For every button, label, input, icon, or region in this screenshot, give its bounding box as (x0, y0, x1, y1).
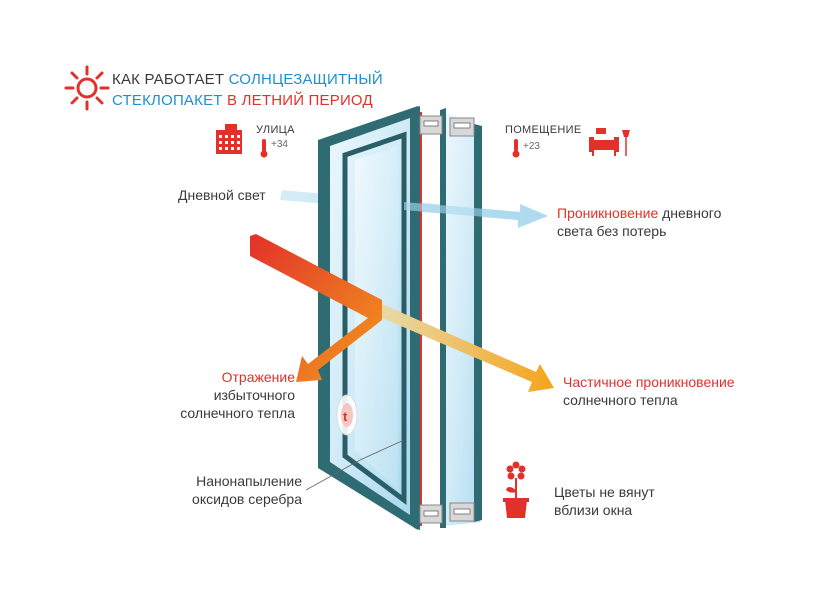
outside-temp: +34 (271, 139, 288, 150)
title-part: КАК РАБОТАЕТ (112, 71, 229, 88)
title-part: В ЛЕТНИЙ ПЕРИОД (227, 92, 373, 109)
daylight-through-highlight: Проникновение (557, 205, 659, 221)
outside-label: УЛИЦА (256, 124, 295, 136)
flowers-line2: вблизи окна (554, 502, 633, 518)
inside-label: ПОМЕЩЕНИЕ (505, 124, 582, 136)
flowers-label: Цветы не вянут вблизи окна (554, 483, 655, 519)
partial-heat-arrow (382, 304, 554, 392)
flower-pot-icon (503, 461, 529, 518)
page-title: КАК РАБОТАЕТ СОЛНЦЕЗАЩИТНЫЙ СТЕКЛОПАКЕТ … (112, 69, 383, 111)
svg-text:t: t (343, 409, 348, 424)
coating-line1: Нанонапыление (196, 473, 302, 489)
building-icon (216, 124, 242, 154)
partial-heat-label: Частичное проникновение солнечного тепла (563, 373, 735, 409)
reflection-label: Отражение избыточного солнечного тепла (168, 368, 295, 422)
partial-heat-line2: солнечного тепла (563, 392, 678, 408)
coating-line2: оксидов серебра (192, 491, 302, 507)
thermometer-icon-inside (512, 139, 520, 158)
coating-label: Нанонапыление оксидов серебра (180, 472, 302, 508)
daylight-through-line2: света без потерь (557, 223, 667, 239)
spacer-top (419, 115, 475, 137)
daylight-through-rest: дневного (658, 205, 722, 221)
flowers-line1: Цветы не вянут (554, 484, 655, 500)
reflection-line3: солнечного тепла (180, 405, 295, 421)
partial-heat-highlight: Частичное проникновение (563, 374, 735, 390)
sun-icon (64, 65, 110, 111)
heat-reflection-arrow (250, 234, 382, 382)
daylight-through-label: Проникновение дневного света без потерь (557, 204, 721, 240)
coating-leader-line (305, 439, 405, 491)
middle-pane (414, 106, 422, 530)
thermometer-icon (260, 139, 268, 158)
inside-temp: +23 (523, 141, 540, 152)
daylight-label: Дневной свет (178, 187, 266, 203)
inner-pane (440, 108, 482, 528)
title-part: СТЕКЛОПАКЕТ (112, 92, 228, 109)
title-part: СОЛНЦЕЗАЩИТНЫЙ (228, 71, 383, 88)
reflection-highlight: Отражение (221, 369, 295, 385)
spacer-bottom (419, 502, 475, 524)
reflection-line2: избыточного (213, 387, 295, 403)
sofa-lamp-icon (589, 128, 630, 156)
logo-badge-icon: t (336, 394, 358, 436)
